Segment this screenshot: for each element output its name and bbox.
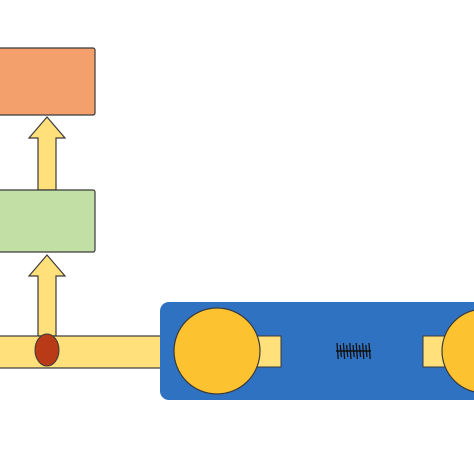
left-wheel (173, 307, 261, 395)
orange-box (0, 47, 96, 116)
up-arrow-bottom (27, 254, 67, 337)
right-wheel (441, 309, 474, 393)
left-rail (0, 335, 187, 369)
spring-coil (342, 342, 346, 360)
spring-coil (361, 342, 365, 360)
spring-coil (352, 344, 355, 358)
spring-coil (355, 342, 359, 360)
spring-coil (368, 342, 371, 360)
green-box (0, 189, 96, 253)
spring-coil (358, 344, 362, 358)
spring-coil (345, 344, 349, 358)
joint-icon (34, 333, 60, 367)
spring-coil (339, 344, 343, 358)
spring-coil (365, 344, 368, 358)
spring-coil (349, 342, 352, 360)
up-arrow-top (27, 116, 67, 191)
spring-icon (336, 342, 371, 360)
spring-coil (336, 342, 339, 360)
